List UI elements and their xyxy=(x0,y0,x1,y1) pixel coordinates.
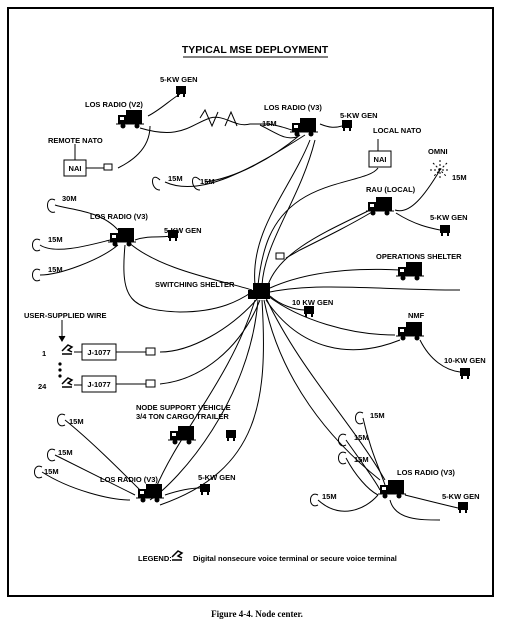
gen-10kw-label: 10 KW GEN xyxy=(292,298,333,307)
voice-terminal-icon xyxy=(61,377,73,388)
j1077-box-a xyxy=(81,343,117,361)
los-v3-top-label: LOS RADIO (V3) xyxy=(264,103,322,112)
cable-15m-label: 15M xyxy=(44,467,59,476)
omni-antenna-icon xyxy=(430,160,450,180)
figure-caption: Figure 4-4. Node center. xyxy=(211,609,303,619)
cable-15m-label: 15M xyxy=(354,455,369,464)
nai-left-label: NAI xyxy=(69,164,82,173)
switching-shelter-icon xyxy=(253,283,270,299)
truck-icon xyxy=(289,117,319,137)
generator-icon xyxy=(342,120,352,131)
connector-box xyxy=(103,163,113,171)
terminal-number-24: 24 xyxy=(38,382,47,391)
los-v3-bl-label: LOS RADIO (V3) xyxy=(100,475,158,484)
generator-icon xyxy=(304,306,314,317)
los-v3-br-label: LOS RADIO (V3) xyxy=(397,468,455,477)
legend-phone-icon xyxy=(171,550,183,561)
connector-box xyxy=(145,347,156,356)
nsv-label-line1: NODE SUPPORT VEHICLE xyxy=(136,403,231,412)
cable-15m-label: 15M xyxy=(370,411,385,420)
generator-icon xyxy=(458,502,468,513)
j1077-label-b: J-1077 xyxy=(87,380,110,389)
cable-15m-label: 15M xyxy=(48,235,63,244)
cable-zigzag xyxy=(224,110,238,127)
cable-15m-label: 15M xyxy=(200,177,215,186)
j1077-label-a: J-1077 xyxy=(87,348,110,357)
cable-15m-label: 15M xyxy=(322,492,337,501)
generator-icon xyxy=(440,225,450,236)
gen-top-label: 5-KW GEN xyxy=(160,75,198,84)
truck-icon xyxy=(395,261,425,281)
truck-icon xyxy=(107,227,137,247)
arrow-down-icon xyxy=(58,335,66,342)
connector-box xyxy=(145,379,156,388)
generator-icon xyxy=(200,484,210,495)
cable-15m-label: 15M xyxy=(69,417,84,426)
legend-label: LEGEND: xyxy=(138,554,172,563)
switching-shelter-cab xyxy=(248,290,254,299)
wires xyxy=(39,93,461,521)
user-wire-label: USER-SUPPLIED WIRE xyxy=(24,311,107,320)
generator-icon xyxy=(460,368,470,379)
truck-icon xyxy=(115,109,145,129)
cable-15m-label: 15M xyxy=(168,174,183,183)
dot xyxy=(58,374,62,378)
omni-label: OMNI xyxy=(428,147,448,156)
cable-15m-label: 15M xyxy=(354,433,369,442)
nai-right-label: NAI xyxy=(374,155,387,164)
gen-left-label: 5-KW GEN xyxy=(164,226,202,235)
connector-box xyxy=(275,252,285,260)
cable-15m-label: 15M xyxy=(58,448,73,457)
diagram-title: TYPICAL MSE DEPLOYMENT xyxy=(182,44,329,56)
rau-local-label: RAU (LOCAL) xyxy=(366,185,416,194)
nai-right-box xyxy=(368,150,392,168)
operations-shelter-label: OPERATIONS SHELTER xyxy=(376,252,462,261)
cable-15m-label: 15M xyxy=(48,265,63,274)
legend-text: Digital nonsecure voice terminal or secu… xyxy=(193,554,397,563)
omni-15m-label: 15M xyxy=(452,173,467,182)
gen-br-label: 5-KW GEN xyxy=(442,492,480,501)
terminal-number-1: 1 xyxy=(42,349,46,358)
cable-15m-label: 15M xyxy=(262,119,277,128)
nmf-label: NMF xyxy=(408,311,425,320)
diagram-border xyxy=(7,7,494,597)
j1077-box-b xyxy=(81,375,117,393)
remote-nato-label: REMOTE NATO xyxy=(48,136,103,145)
los-v3-left-label: LOS RADIO (V3) xyxy=(90,212,148,221)
truck-icon xyxy=(167,425,197,445)
truck-icon xyxy=(377,479,407,499)
truck-icon xyxy=(395,321,425,341)
voice-terminal-icon xyxy=(61,344,73,355)
local-nato-label: LOCAL NATO xyxy=(373,126,421,135)
dot xyxy=(58,362,62,366)
generator-icon xyxy=(226,430,236,441)
dot xyxy=(58,368,62,372)
gen-right-top-label: 5-KW GEN xyxy=(340,111,378,120)
nsv-label-line2: 3/4 TON CARGO TRAILER xyxy=(136,412,229,421)
cable-zigzag xyxy=(199,108,219,128)
los-v2-label: LOS RADIO (V2) xyxy=(85,100,143,109)
switching-shelter-label: SWITCHING SHELTER xyxy=(155,280,235,289)
gen-rau-label: 5-KW GEN xyxy=(430,213,468,222)
generator-icon xyxy=(176,86,186,97)
nai-left-box xyxy=(63,159,87,177)
gen-bl-label: 5-KW GEN xyxy=(198,473,236,482)
cable-30m-label: 30M xyxy=(62,194,77,203)
gen-10kw-right-label: 10-KW GEN xyxy=(444,356,486,365)
cable-hooks xyxy=(32,176,364,507)
